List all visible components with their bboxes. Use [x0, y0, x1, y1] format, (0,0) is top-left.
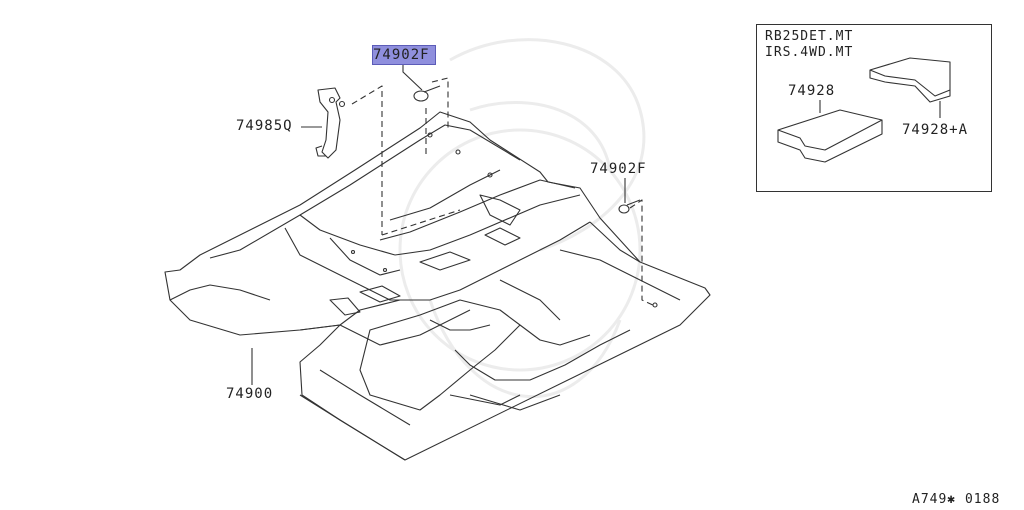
drawing-code: A749✱ 0188: [912, 492, 1001, 507]
clip-top-part: [413, 85, 441, 102]
part-label-74902f-highlighted[interactable]: 74902F: [372, 45, 436, 65]
clip-right-part: [618, 199, 641, 214]
part-label-74902f[interactable]: 74902F: [590, 161, 647, 177]
assembly-lines: [351, 77, 656, 307]
bracket-part: [315, 87, 346, 159]
inset-mat-left: [777, 100, 883, 163]
part-label-74928a[interactable]: 74928+A: [902, 122, 969, 138]
inset-mat-right: [869, 57, 951, 118]
floor-carpet: [164, 111, 711, 461]
part-label-74985q[interactable]: 74985Q: [236, 118, 293, 134]
leader-lines: [251, 60, 626, 385]
variant-inset-box: RB25DET.MT IRS.4WD.MT: [756, 24, 992, 192]
watermark: [398, 38, 646, 399]
part-label-74928[interactable]: 74928: [788, 83, 836, 99]
inset-note-engine: RB25DET.MT: [765, 29, 854, 44]
part-label-74900[interactable]: 74900: [226, 386, 274, 402]
inset-note-drive: IRS.4WD.MT: [765, 45, 854, 60]
